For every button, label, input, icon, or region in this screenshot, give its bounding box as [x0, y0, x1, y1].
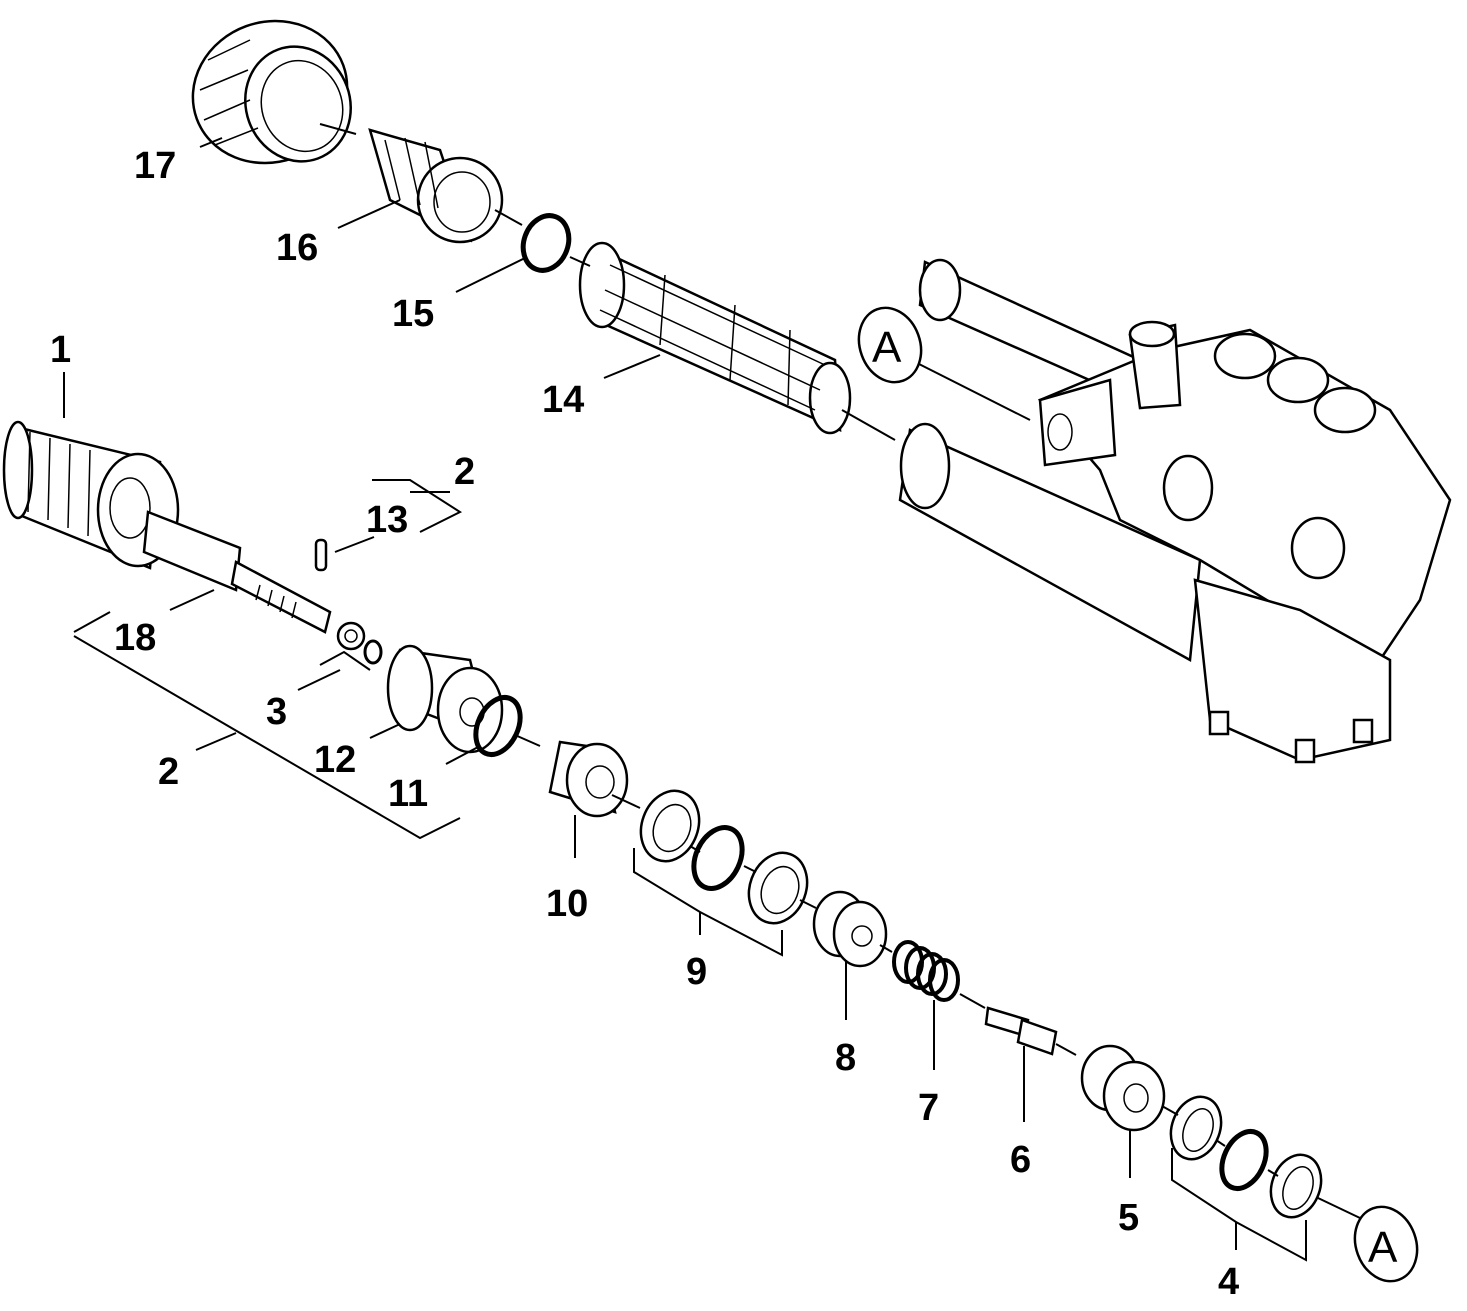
callout-7: 7	[918, 1087, 939, 1129]
part-17-union-nut	[191, 19, 352, 165]
reference-marker-bottom: A	[1353, 1205, 1419, 1283]
part-10-bushing	[548, 740, 629, 818]
part-1-knob	[2, 420, 180, 570]
part-9-seal-set	[639, 789, 809, 925]
callout-2-top: 2	[454, 451, 475, 493]
part-3-washer-set	[336, 621, 383, 665]
reference-marker-top: A	[857, 306, 923, 384]
callout-8: 8	[835, 1037, 856, 1079]
callout-12: 12	[314, 739, 356, 781]
callout-13: 13	[366, 499, 408, 541]
pump-head-assembly	[898, 258, 1452, 764]
reference-marker-top-label: A	[872, 323, 902, 372]
callout-3: 3	[266, 691, 287, 733]
callout-2-bottom: 2	[158, 751, 179, 793]
callout-15: 15	[392, 293, 434, 335]
callout-10: 10	[546, 883, 588, 925]
callout-17: 17	[134, 145, 176, 187]
callout-11: 11	[388, 773, 428, 815]
part-5-bushing	[1080, 1044, 1166, 1132]
part-13-pin	[314, 538, 328, 572]
callout-18: 18	[114, 617, 156, 659]
callout-1: 1	[50, 329, 71, 371]
callout-4: 4	[1218, 1261, 1239, 1303]
reference-marker-bottom-label: A	[1368, 1223, 1398, 1272]
leader-lines	[63, 123, 1361, 1262]
part-18-spindle	[142, 510, 332, 634]
part-15-o-ring	[520, 213, 572, 273]
part-16-connector	[368, 128, 504, 244]
part-14-filter	[578, 241, 852, 435]
part-4-seal-set	[1169, 1095, 1323, 1219]
callout-9: 9	[686, 951, 707, 993]
part-8-valve-piston	[812, 890, 888, 968]
callout-labels: 17 16 15 14 1 2 13 18 3 12 2 11 10 9 8 7…	[50, 145, 1239, 1303]
part-6-valve-stem	[984, 1006, 1058, 1056]
callout-5: 5	[1118, 1197, 1139, 1239]
callout-16: 16	[276, 227, 318, 269]
part-7-spring	[892, 940, 960, 1002]
callout-6: 6	[1010, 1139, 1031, 1181]
part-12-housing	[386, 644, 504, 754]
callout-14: 14	[542, 379, 584, 421]
